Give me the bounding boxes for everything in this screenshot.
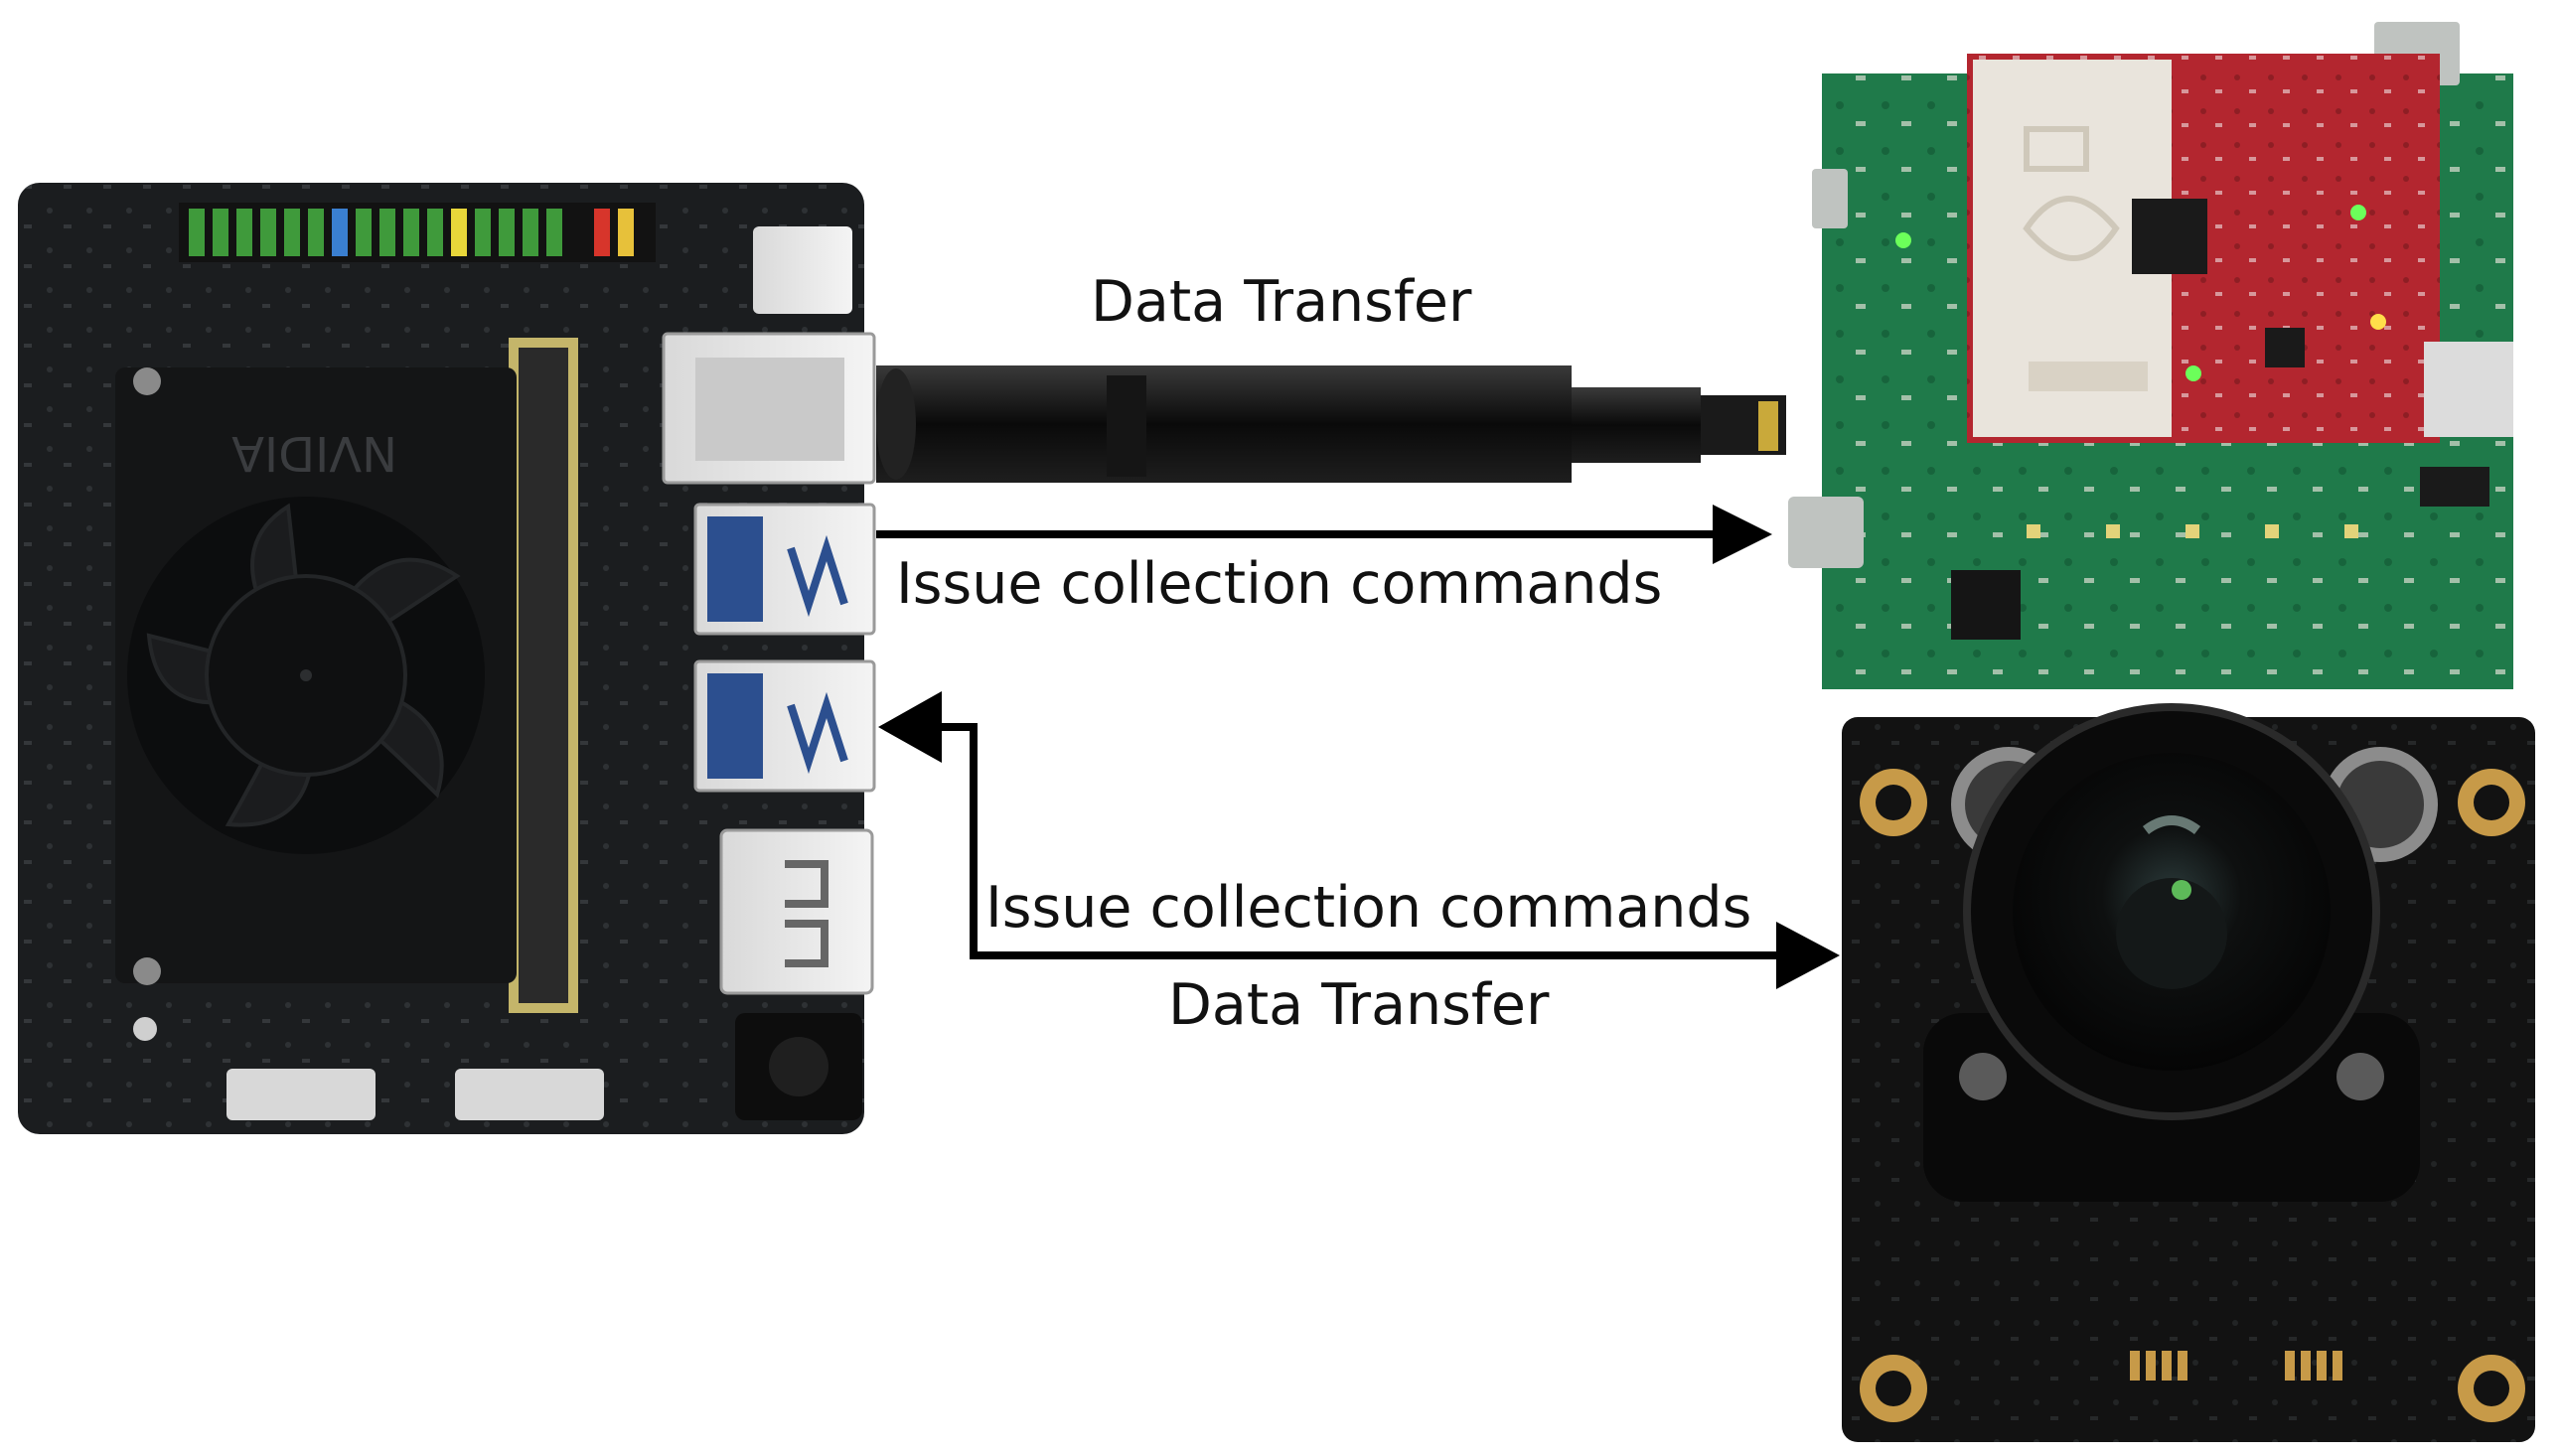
gpio-header bbox=[179, 203, 656, 262]
arrow-camera-link bbox=[878, 691, 1840, 989]
radar-board-image bbox=[1788, 22, 2513, 689]
label-bottom-issue-commands: Issue collection commands bbox=[985, 875, 1752, 941]
usb-cable-image bbox=[876, 365, 1786, 483]
jetson-board-image: NVIDIA bbox=[18, 183, 876, 1134]
label-top-data-transfer: Data Transfer bbox=[1091, 269, 1472, 335]
usb-port-top bbox=[693, 503, 876, 636]
label-bottom-data-transfer: Data Transfer bbox=[1168, 972, 1550, 1038]
usb-port-bottom bbox=[693, 659, 876, 793]
arrow-to-radar bbox=[876, 505, 1772, 564]
label-top-issue-commands: Issue collection commands bbox=[896, 551, 1663, 617]
camera-module-image bbox=[1842, 703, 2535, 1442]
heatsink: NVIDIA bbox=[115, 367, 517, 983]
radar-module bbox=[1967, 54, 2440, 443]
brand-mark: NVIDIA bbox=[231, 425, 397, 481]
jetson-ports bbox=[662, 226, 876, 1120]
